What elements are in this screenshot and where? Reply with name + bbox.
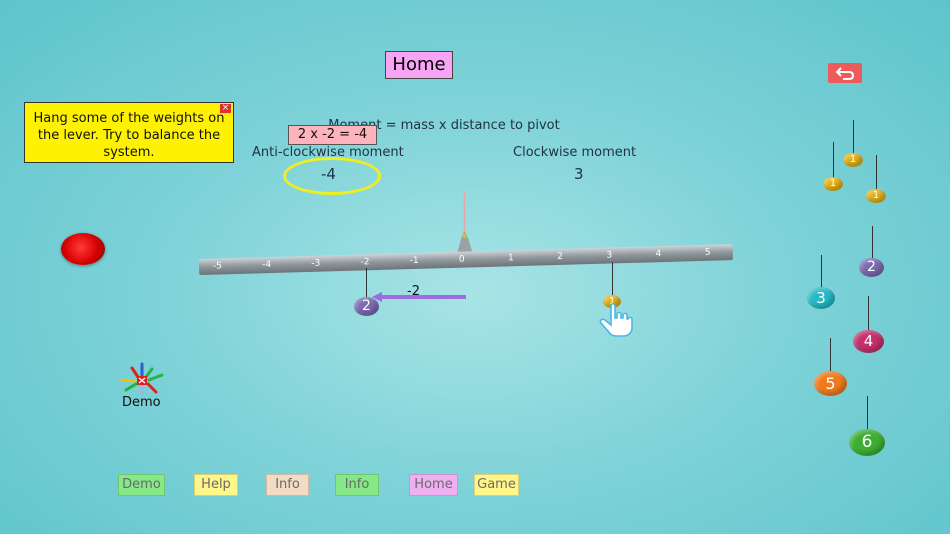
- nav-demo-button[interactable]: Demo: [118, 474, 165, 496]
- page-title[interactable]: Home: [385, 51, 453, 79]
- close-icon[interactable]: ×: [220, 103, 231, 113]
- string: [872, 226, 873, 260]
- string: [612, 262, 613, 298]
- lever-tick-label: -1: [409, 255, 419, 267]
- nav-game-button[interactable]: Game: [474, 474, 519, 496]
- calculation-box: 2 x -2 = -4: [288, 125, 377, 145]
- string: [876, 155, 877, 190]
- nav-info-button[interactable]: Info: [266, 474, 309, 496]
- moment-formula: Moment = mass x distance to pivot: [328, 118, 560, 133]
- nav-info-button-2[interactable]: Info: [335, 474, 379, 496]
- reset-button[interactable]: [61, 233, 105, 265]
- string: [867, 396, 868, 430]
- tray-weight[interactable]: 1: [866, 189, 886, 203]
- back-button[interactable]: [828, 63, 862, 83]
- lever-tick-label: 0: [458, 254, 465, 265]
- clockwise-label: Clockwise moment: [513, 145, 637, 160]
- tray-weight[interactable]: 1: [843, 153, 863, 167]
- distance-arrow: [372, 292, 466, 302]
- hint-text: Hang some of the weights on the lever. T…: [33, 111, 225, 160]
- tray-weight[interactable]: 2: [859, 258, 884, 277]
- tray-weight[interactable]: 4: [853, 330, 884, 353]
- lever-tick-label: -2: [360, 257, 370, 268]
- undo-icon: [835, 67, 855, 80]
- clockwise-value: 3: [574, 165, 584, 183]
- highlight-ring: [283, 157, 381, 195]
- hung-weight[interactable]: 2: [354, 297, 379, 316]
- lever-tick-label: -4: [262, 259, 272, 271]
- demo-icon[interactable]: [118, 362, 166, 396]
- demo-icon-label: Demo: [122, 395, 161, 410]
- lever-tick-label: 3: [606, 250, 613, 261]
- string: [830, 338, 831, 373]
- lever-tick-label: 2: [557, 251, 564, 262]
- anticlockwise-label: Anti-clockwise moment: [252, 145, 404, 160]
- tray-weight[interactable]: 6: [849, 429, 885, 456]
- lever-tick-label: -3: [311, 258, 321, 269]
- string: [868, 296, 869, 332]
- hand-cursor-icon: [599, 302, 633, 337]
- lever-tick-label: 4: [655, 249, 662, 260]
- distance-label: -2: [407, 284, 420, 299]
- lever-tick-label: 5: [704, 247, 711, 258]
- string: [821, 255, 822, 289]
- lever-tick-label: 1: [507, 253, 514, 264]
- tray-weight[interactable]: 5: [814, 371, 847, 396]
- nav-home-button[interactable]: Home: [409, 474, 458, 496]
- hint-box: Hang some of the weights on the lever. T…: [24, 102, 234, 163]
- lever-tick-label: -5: [212, 261, 223, 272]
- nav-help-button[interactable]: Help: [194, 474, 238, 496]
- anticlockwise-value: -4: [321, 165, 336, 183]
- string: [853, 120, 854, 154]
- tray-weight[interactable]: 3: [807, 287, 835, 309]
- string: [366, 268, 367, 300]
- tray-weight[interactable]: 1: [823, 177, 843, 191]
- hung-weight[interactable]: 1: [603, 295, 621, 308]
- string: [833, 142, 834, 178]
